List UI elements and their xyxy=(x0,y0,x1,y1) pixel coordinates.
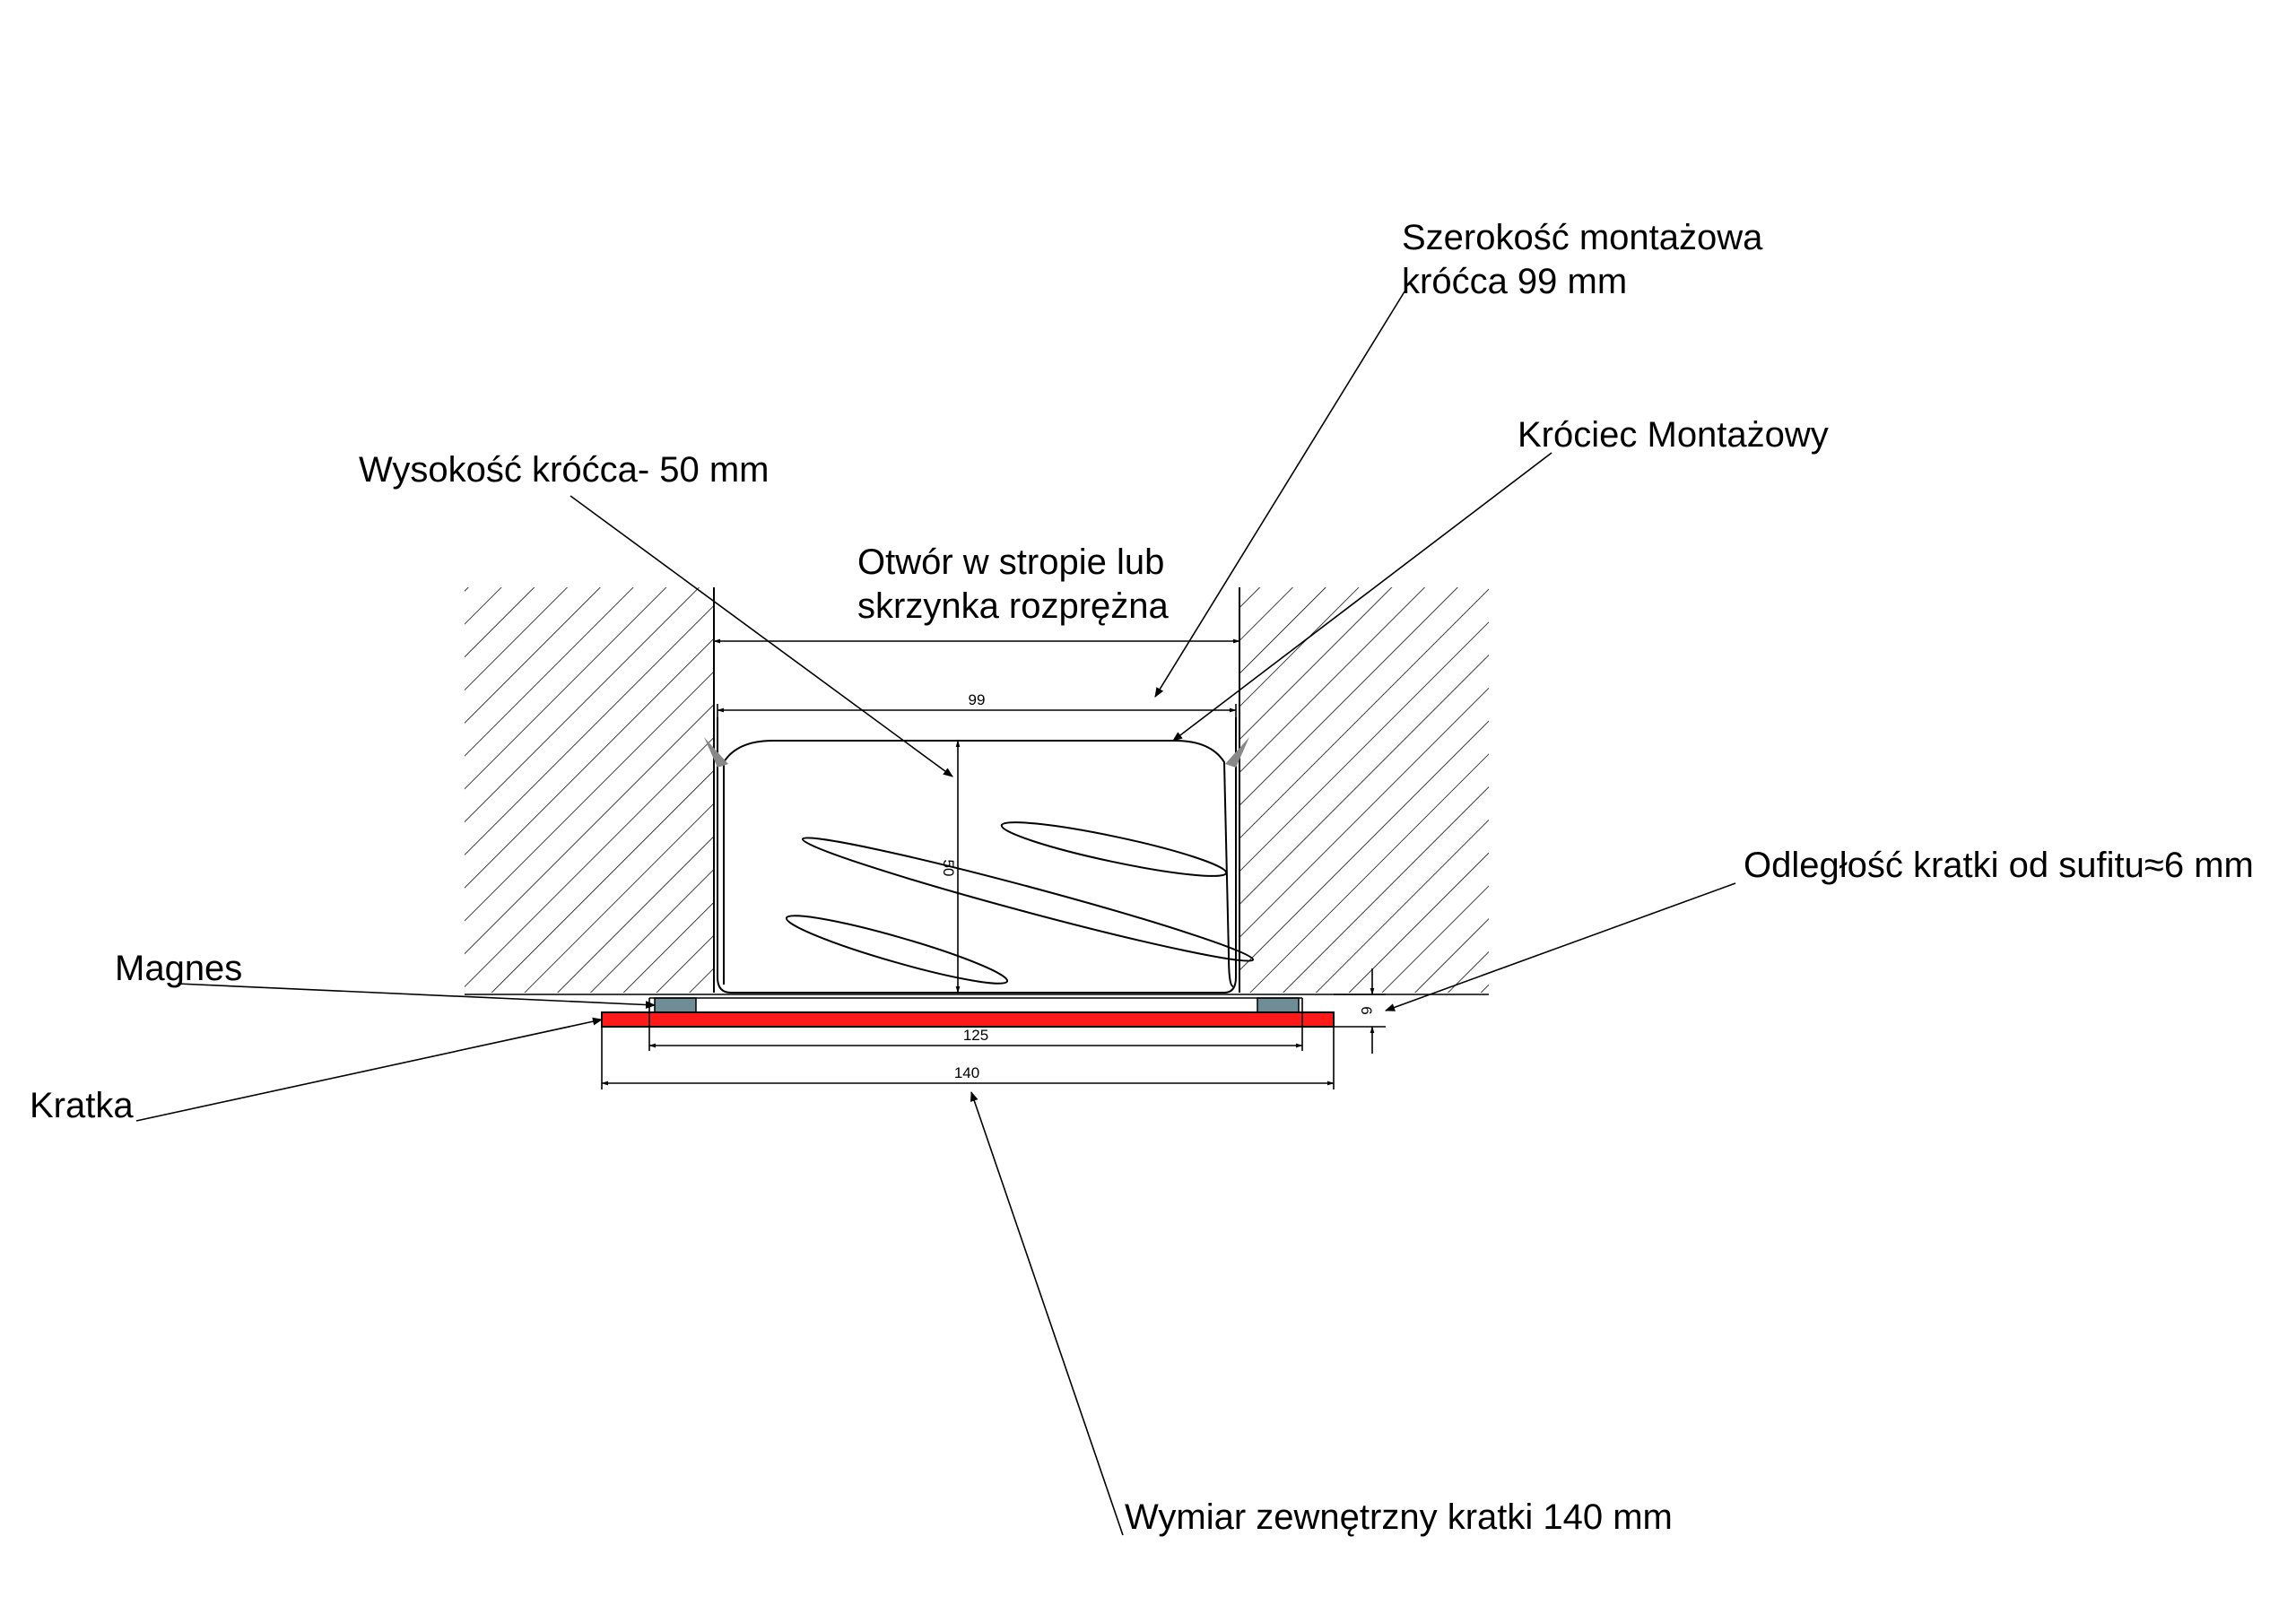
dim-50-value: 50 xyxy=(940,860,957,877)
leader-szerokosc xyxy=(1154,288,1407,698)
louvre-blade-2 xyxy=(801,837,1255,962)
label-magnes: Magnes xyxy=(115,949,242,988)
leader-krociec xyxy=(1172,452,1552,742)
dim-6-value: 6 xyxy=(1358,1006,1375,1014)
grille xyxy=(601,1011,1335,1028)
leader-odleglosc xyxy=(1384,882,1736,1011)
label-odleglosc: Odległość kratki od sufitu≈6 mm xyxy=(1744,846,2254,885)
label-wymiar: Wymiar zewnętrzny kratki 140 mm xyxy=(1125,1497,1673,1537)
leader-magnes xyxy=(177,983,657,1010)
magnet-right xyxy=(1257,997,1300,1013)
louvre-blade-1 xyxy=(1000,821,1228,877)
spigot-clip-left xyxy=(704,737,728,768)
ceiling-block-left xyxy=(465,587,714,993)
label-szerokosc-line2: króćca 99 mm xyxy=(1402,262,1627,301)
magnet-left xyxy=(654,997,697,1013)
spigot-clip-right xyxy=(1225,737,1249,768)
spigot-inner-outline xyxy=(723,740,1234,987)
label-otwor-line2: skrzynka rozprężna xyxy=(857,586,1170,626)
label-krociec: Króciec Montażowy xyxy=(1518,415,1829,455)
dim-140-value: 140 xyxy=(954,1064,979,1081)
label-otwor-line1: Otwór w stropie lub xyxy=(857,542,1164,582)
dim-125-value: 125 xyxy=(963,1027,988,1044)
label-kratka: Kratka xyxy=(30,1086,134,1125)
dim-99-value: 99 xyxy=(969,691,986,708)
label-wysokosc: Wysokość króćca- 50 mm xyxy=(359,450,770,490)
louvre-blade-3 xyxy=(785,915,1009,985)
label-szerokosc-line1: Szerokość montażowa xyxy=(1402,218,1763,257)
leader-kratka xyxy=(135,1017,604,1122)
spigot-outline xyxy=(717,717,1237,994)
leader-wysokosc xyxy=(570,495,953,777)
ceiling-block-right xyxy=(1239,587,1489,993)
leader-wymiar xyxy=(970,1090,1124,1536)
